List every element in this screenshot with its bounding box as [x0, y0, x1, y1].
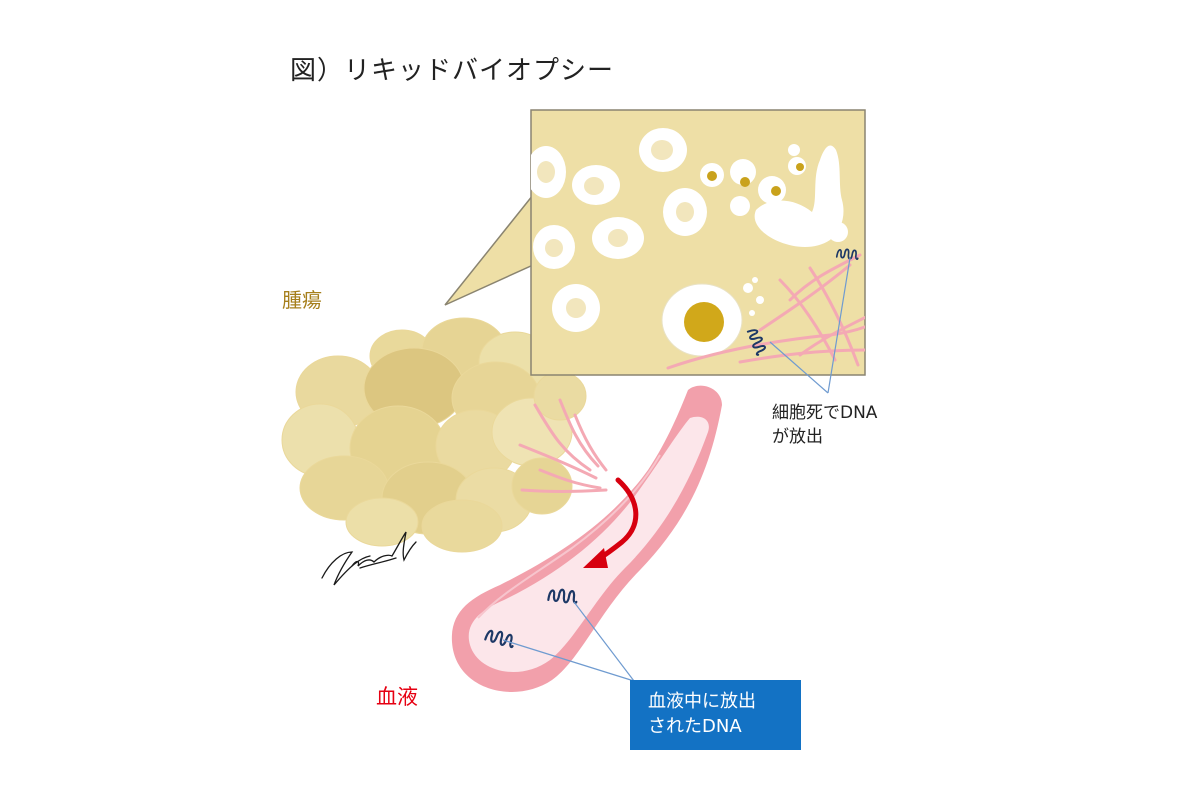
blood-vessel: [451, 385, 722, 692]
blood-dna-label-line1: 血液中に放出: [648, 691, 756, 712]
tissue-cells: [531, 128, 707, 332]
vessel-lumen: [468, 416, 709, 673]
dna-release-label-line1: 細胞死でDNA: [772, 403, 878, 423]
capillaries: [518, 398, 608, 493]
tissue-zoom-panel: [530, 109, 866, 376]
panel-capillaries: [666, 253, 865, 370]
blood-dna-callout-box: 血液中に放出 されたDNA: [630, 680, 801, 750]
blood-label: 血液: [376, 685, 418, 709]
dna-release-label-line2: が放出: [772, 427, 823, 447]
tumor-cell-cluster: [281, 317, 587, 553]
callout-pointer: [444, 192, 534, 306]
dying-cells: [700, 144, 809, 216]
leader-line-blood-dna-2: [502, 639, 635, 682]
tumor-label: 腫瘍: [282, 288, 322, 312]
artist-signature: [321, 531, 417, 586]
nucleated-cell: [661, 277, 764, 357]
blood-dna-label-line2: されたDNA: [648, 716, 742, 737]
figure-title: 図）リキッドバイオプシー: [290, 56, 615, 86]
leader-line-blood-dna-1: [573, 601, 635, 682]
leader-line-panel-dna-1: [827, 257, 851, 394]
vessel-highlight: [477, 454, 661, 619]
leader-lines: [502, 257, 851, 682]
curved-arrow-icon: [583, 477, 639, 568]
tumor-mass: [281, 317, 587, 553]
leader-line-panel-dna-2: [769, 341, 829, 394]
fragmenting-cell: [754, 145, 844, 247]
dna-release-label: 細胞死でDNA が放出: [772, 401, 877, 449]
